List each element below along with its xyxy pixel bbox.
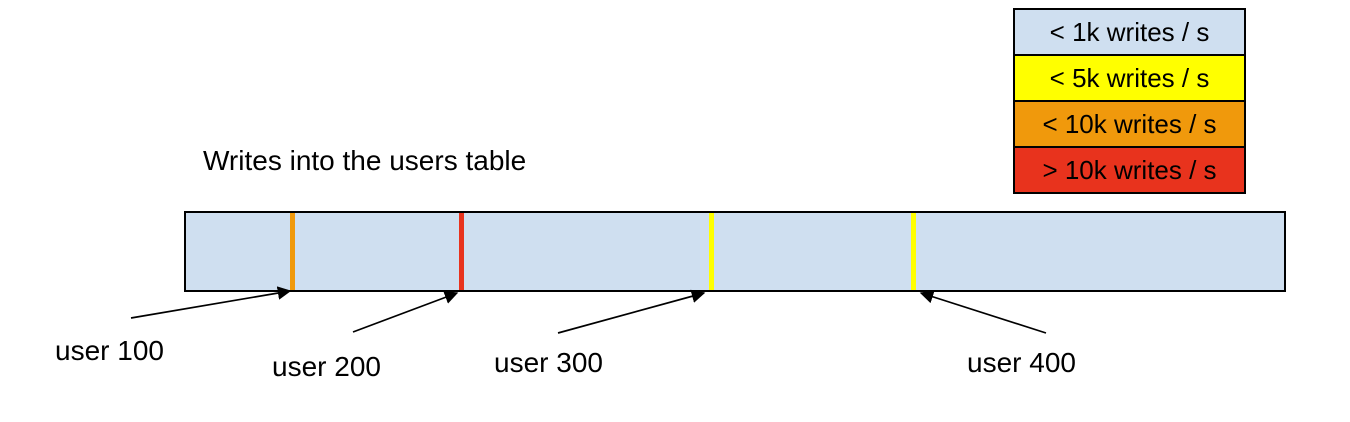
label-user-100: user 100 — [55, 335, 164, 366]
arrow-user-100 — [130, 286, 292, 319]
marker-user-300 — [709, 213, 714, 290]
marker-user-400 — [911, 213, 916, 290]
label-user-300: user 300 — [494, 347, 603, 378]
legend-item: < 5k writes / s — [1013, 54, 1246, 102]
legend-item-label: > 10k writes / s — [1042, 154, 1217, 185]
arrow-user-400 — [919, 290, 1047, 334]
label-user-400: user 400 — [967, 347, 1076, 378]
marker-user-200 — [459, 213, 464, 290]
legend-item-label: < 5k writes / s — [1049, 62, 1210, 93]
arrow-user-300 — [557, 289, 706, 334]
users-table-bar — [184, 211, 1286, 292]
diagram-title: Writes into the users table — [203, 145, 527, 176]
legend-item: > 10k writes / s — [1013, 146, 1246, 194]
legend-item: < 10k writes / s — [1013, 100, 1246, 148]
legend: < 1k writes / s < 5k writes / s < 10k writ… — [1013, 8, 1246, 194]
legend-item-label: < 1k writes / s — [1049, 16, 1210, 47]
legend-item-label: < 10k writes / s — [1042, 108, 1217, 139]
arrow-user-200 — [352, 290, 459, 333]
legend-item: < 1k writes / s — [1013, 8, 1246, 56]
label-user-200: user 200 — [272, 351, 381, 382]
marker-user-100 — [290, 213, 295, 290]
